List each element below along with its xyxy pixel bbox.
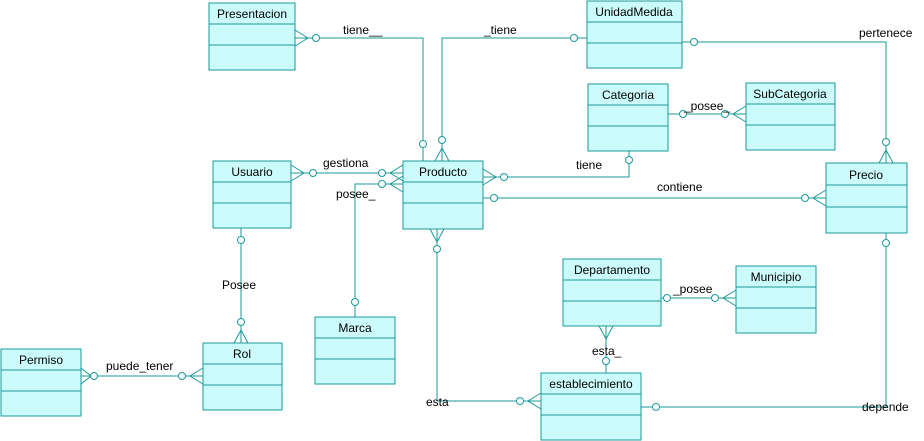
label-producto-marca: posee_ — [336, 187, 376, 201]
label-producto-precio: contiene — [657, 180, 703, 194]
crowfoot-marker — [598, 325, 614, 341]
entity-producto[interactable]: Producto — [402, 160, 484, 230]
entity-usuario[interactable]: Usuario — [212, 160, 292, 229]
label-precio-establecimiento: depende — [862, 400, 909, 414]
circle-marker — [490, 194, 498, 202]
entity-title: Marca — [338, 321, 372, 335]
line-categoria-producto[interactable] — [483, 151, 630, 178]
entity-title: Permiso — [19, 353, 63, 367]
crowfoot-marker — [378, 175, 404, 193]
entity-permiso[interactable]: Permiso — [0, 348, 82, 417]
circle-marker — [625, 156, 633, 164]
crowfoot-marker — [419, 140, 427, 148]
circle-marker — [663, 294, 671, 302]
relationship-labels: tiene__ _tiene pertenece _posee_ tiene g… — [106, 23, 913, 414]
circle-marker — [570, 34, 578, 42]
crowfoot-marker — [482, 168, 508, 186]
circle-marker — [679, 110, 687, 118]
label-departamento-municipio: _posee — [672, 282, 713, 296]
label-usuario-producto: gestiona — [323, 156, 369, 170]
entity-categoria[interactable]: Categoria — [587, 83, 669, 152]
entity-precio[interactable]: Precio — [825, 162, 908, 234]
entity-subcategoria[interactable]: SubCategoria — [745, 82, 836, 151]
label-departamento-establecimiento: esta_ — [592, 344, 622, 358]
label-unidad-precio: pertenece — [859, 26, 913, 40]
label-categoria-producto: tiene — [576, 158, 602, 172]
line-unidad-precio[interactable] — [682, 41, 887, 163]
entity-title: Rol — [233, 347, 251, 361]
line-producto-establecimiento[interactable] — [436, 229, 541, 402]
entity-title: Categoria — [602, 88, 654, 102]
entity-establecimiento[interactable]: establecimiento — [540, 372, 642, 441]
circle-marker — [237, 236, 245, 244]
crowfoot-marker — [711, 289, 737, 307]
crowfoot-marker — [178, 367, 204, 385]
crowfoot-marker — [516, 392, 542, 410]
entity-departamento[interactable]: Departamento — [562, 258, 662, 327]
cardinality-markers — [80, 29, 894, 411]
label-permiso-rol: puede_tener — [106, 359, 173, 373]
crowfoot-marker — [294, 29, 320, 47]
entity-unidad-medida[interactable]: UnidadMedida — [586, 0, 683, 69]
line-producto-marca[interactable] — [354, 183, 403, 317]
circle-marker — [690, 38, 698, 46]
crowfoot-marker — [80, 367, 98, 385]
entity-title: SubCategoria — [753, 87, 827, 101]
entity-title: Producto — [419, 165, 467, 179]
label-producto-establecimiento: esta — [426, 395, 449, 409]
entity-marca[interactable]: Marca — [314, 316, 396, 385]
entity-title: Precio — [849, 168, 883, 182]
crowfoot-marker — [801, 189, 827, 207]
crowfoot-marker — [233, 318, 249, 344]
circle-marker — [351, 298, 359, 306]
entity-title: Presentacion — [217, 7, 287, 21]
entity-title: Municipio — [751, 270, 802, 284]
circle-marker — [652, 403, 660, 411]
entity-title: Usuario — [231, 165, 273, 179]
line-presentacion-producto[interactable] — [295, 37, 424, 161]
label-usuario-rol: Posee — [222, 278, 256, 292]
label-categoria-subcategoria: _posee_ — [683, 99, 730, 113]
entity-title: establecimiento — [549, 377, 633, 391]
crowfoot-marker — [721, 105, 747, 123]
crowfoot-marker — [878, 138, 894, 164]
entity-title: UnidadMedida — [595, 5, 673, 19]
entity-municipio[interactable]: Municipio — [735, 265, 817, 334]
crowfoot-marker — [434, 136, 450, 162]
circle-marker — [602, 357, 610, 365]
entity-presentacion[interactable]: Presentacion — [208, 2, 296, 71]
entity-title: Departamento — [574, 263, 650, 277]
line-precio-establecimiento[interactable] — [641, 233, 887, 408]
circle-marker — [882, 239, 890, 247]
label-unidad-producto: _tiene — [483, 23, 517, 37]
line-unidad-producto[interactable] — [441, 37, 587, 161]
crowfoot-marker — [290, 164, 317, 182]
crowfoot-marker — [429, 228, 445, 253]
label-presentacion-producto: tiene__ — [343, 23, 383, 37]
entity-rol[interactable]: Rol — [202, 342, 283, 411]
